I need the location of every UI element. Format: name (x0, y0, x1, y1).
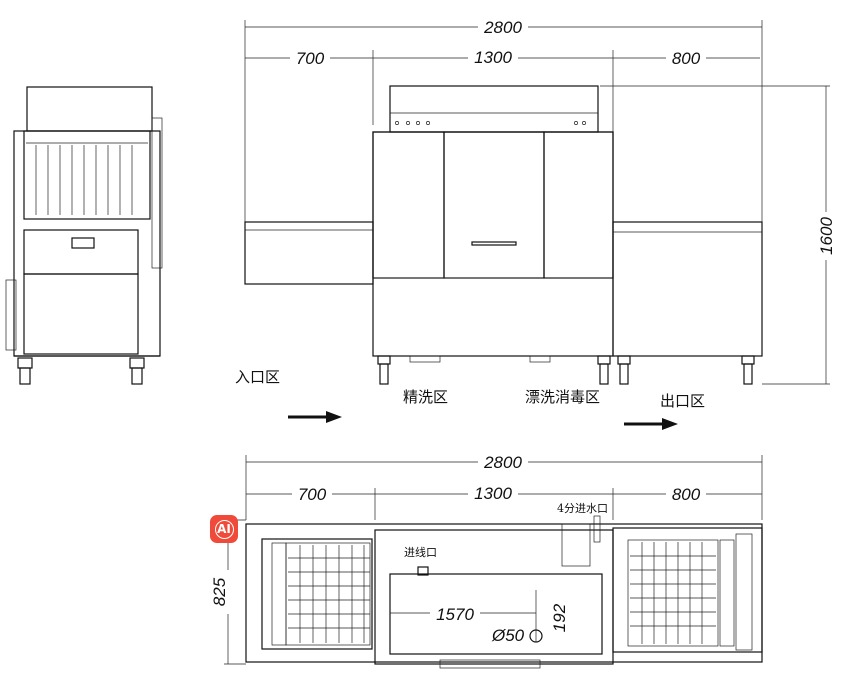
dim-inlet-offset-y: 192 (550, 603, 569, 632)
dim-depth: 825 (210, 577, 229, 606)
flow-arrow-entry (288, 411, 342, 423)
dim-total-front: 2800 (483, 18, 522, 37)
dim-exit-plan: 800 (672, 485, 701, 504)
zone-rinse-label: 漂洗消毒区 (525, 388, 600, 406)
dim-drain-diameter: Ø50 (491, 626, 525, 645)
dim-inlet-offset-x: 1570 (436, 605, 474, 624)
ai-badge[interactable]: AI (210, 515, 238, 543)
zone-entry-label: 入口区 (235, 368, 280, 386)
water-inlet-label: 4分进水口 (557, 502, 608, 515)
flow-arrow-exit (624, 418, 678, 430)
cable-inlet-label: 进线口 (404, 545, 437, 559)
dim-total-plan: 2800 (483, 453, 522, 472)
dim-entry-front: 700 (296, 49, 325, 68)
side-view (5, 86, 163, 385)
dim-height: 1600 (817, 217, 836, 255)
dim-main-front: 1300 (474, 48, 512, 67)
dim-exit-front: 800 (672, 49, 701, 68)
zone-exit-label: 出口区 (660, 392, 705, 410)
zone-wash-label: 精洗区 (403, 388, 448, 406)
dim-main-plan: 1300 (474, 484, 512, 503)
dim-entry-plan: 700 (298, 485, 327, 504)
front-view (244, 20, 830, 385)
ai-badge-text: AI (214, 519, 234, 539)
